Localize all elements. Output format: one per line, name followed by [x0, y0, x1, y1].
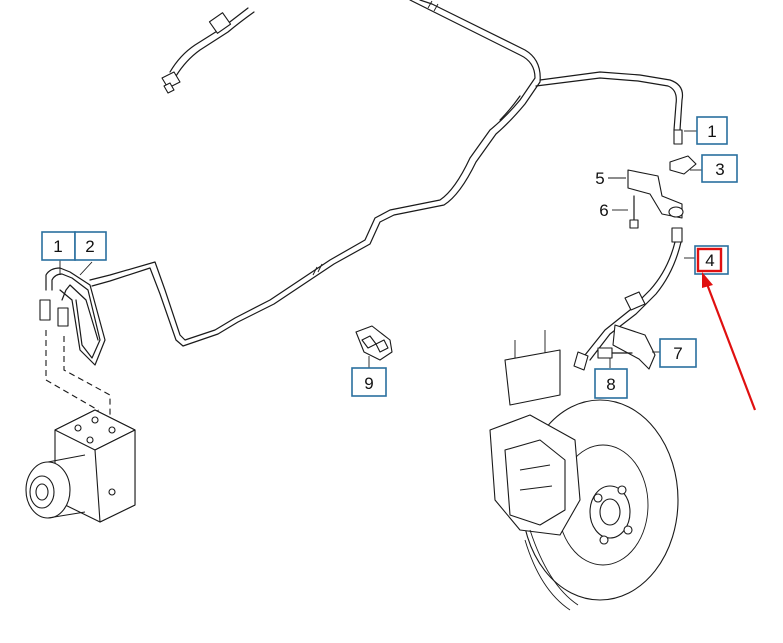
- callout-4-text: 4: [705, 251, 714, 270]
- top-hose: [161, 7, 255, 94]
- callout-1-right: 1: [696, 116, 728, 145]
- callout-7-text: 7: [673, 344, 682, 363]
- callout-1-left: 1: [41, 231, 76, 261]
- brake-line-clip: [355, 325, 393, 361]
- callout-9-text: 9: [364, 374, 373, 393]
- callout-1-right-text: 1: [707, 122, 716, 141]
- callout-3: 3: [701, 154, 738, 183]
- abs-pipes: [39, 267, 111, 440]
- callout-8: 8: [594, 368, 628, 399]
- callout-2-text: 2: [85, 237, 94, 256]
- abs-unit: [25, 409, 136, 523]
- red-pointer-arrow: [702, 272, 757, 411]
- leader-lines: [59, 130, 702, 368]
- right-fittings: [573, 129, 697, 371]
- main-brake-lines: [89, 0, 684, 347]
- callout-6-text: 6: [599, 201, 608, 220]
- callout-4: 4: [694, 245, 729, 275]
- callout-9: 9: [351, 367, 387, 397]
- callout-1-left-text: 1: [53, 237, 62, 256]
- wheel-assembly: [489, 330, 679, 611]
- callout-7: 7: [659, 338, 697, 368]
- callout-2: 2: [74, 231, 107, 261]
- callout-5-text: 5: [595, 169, 604, 188]
- callout-3-text: 3: [715, 160, 724, 179]
- callout-8-text: 8: [606, 375, 615, 394]
